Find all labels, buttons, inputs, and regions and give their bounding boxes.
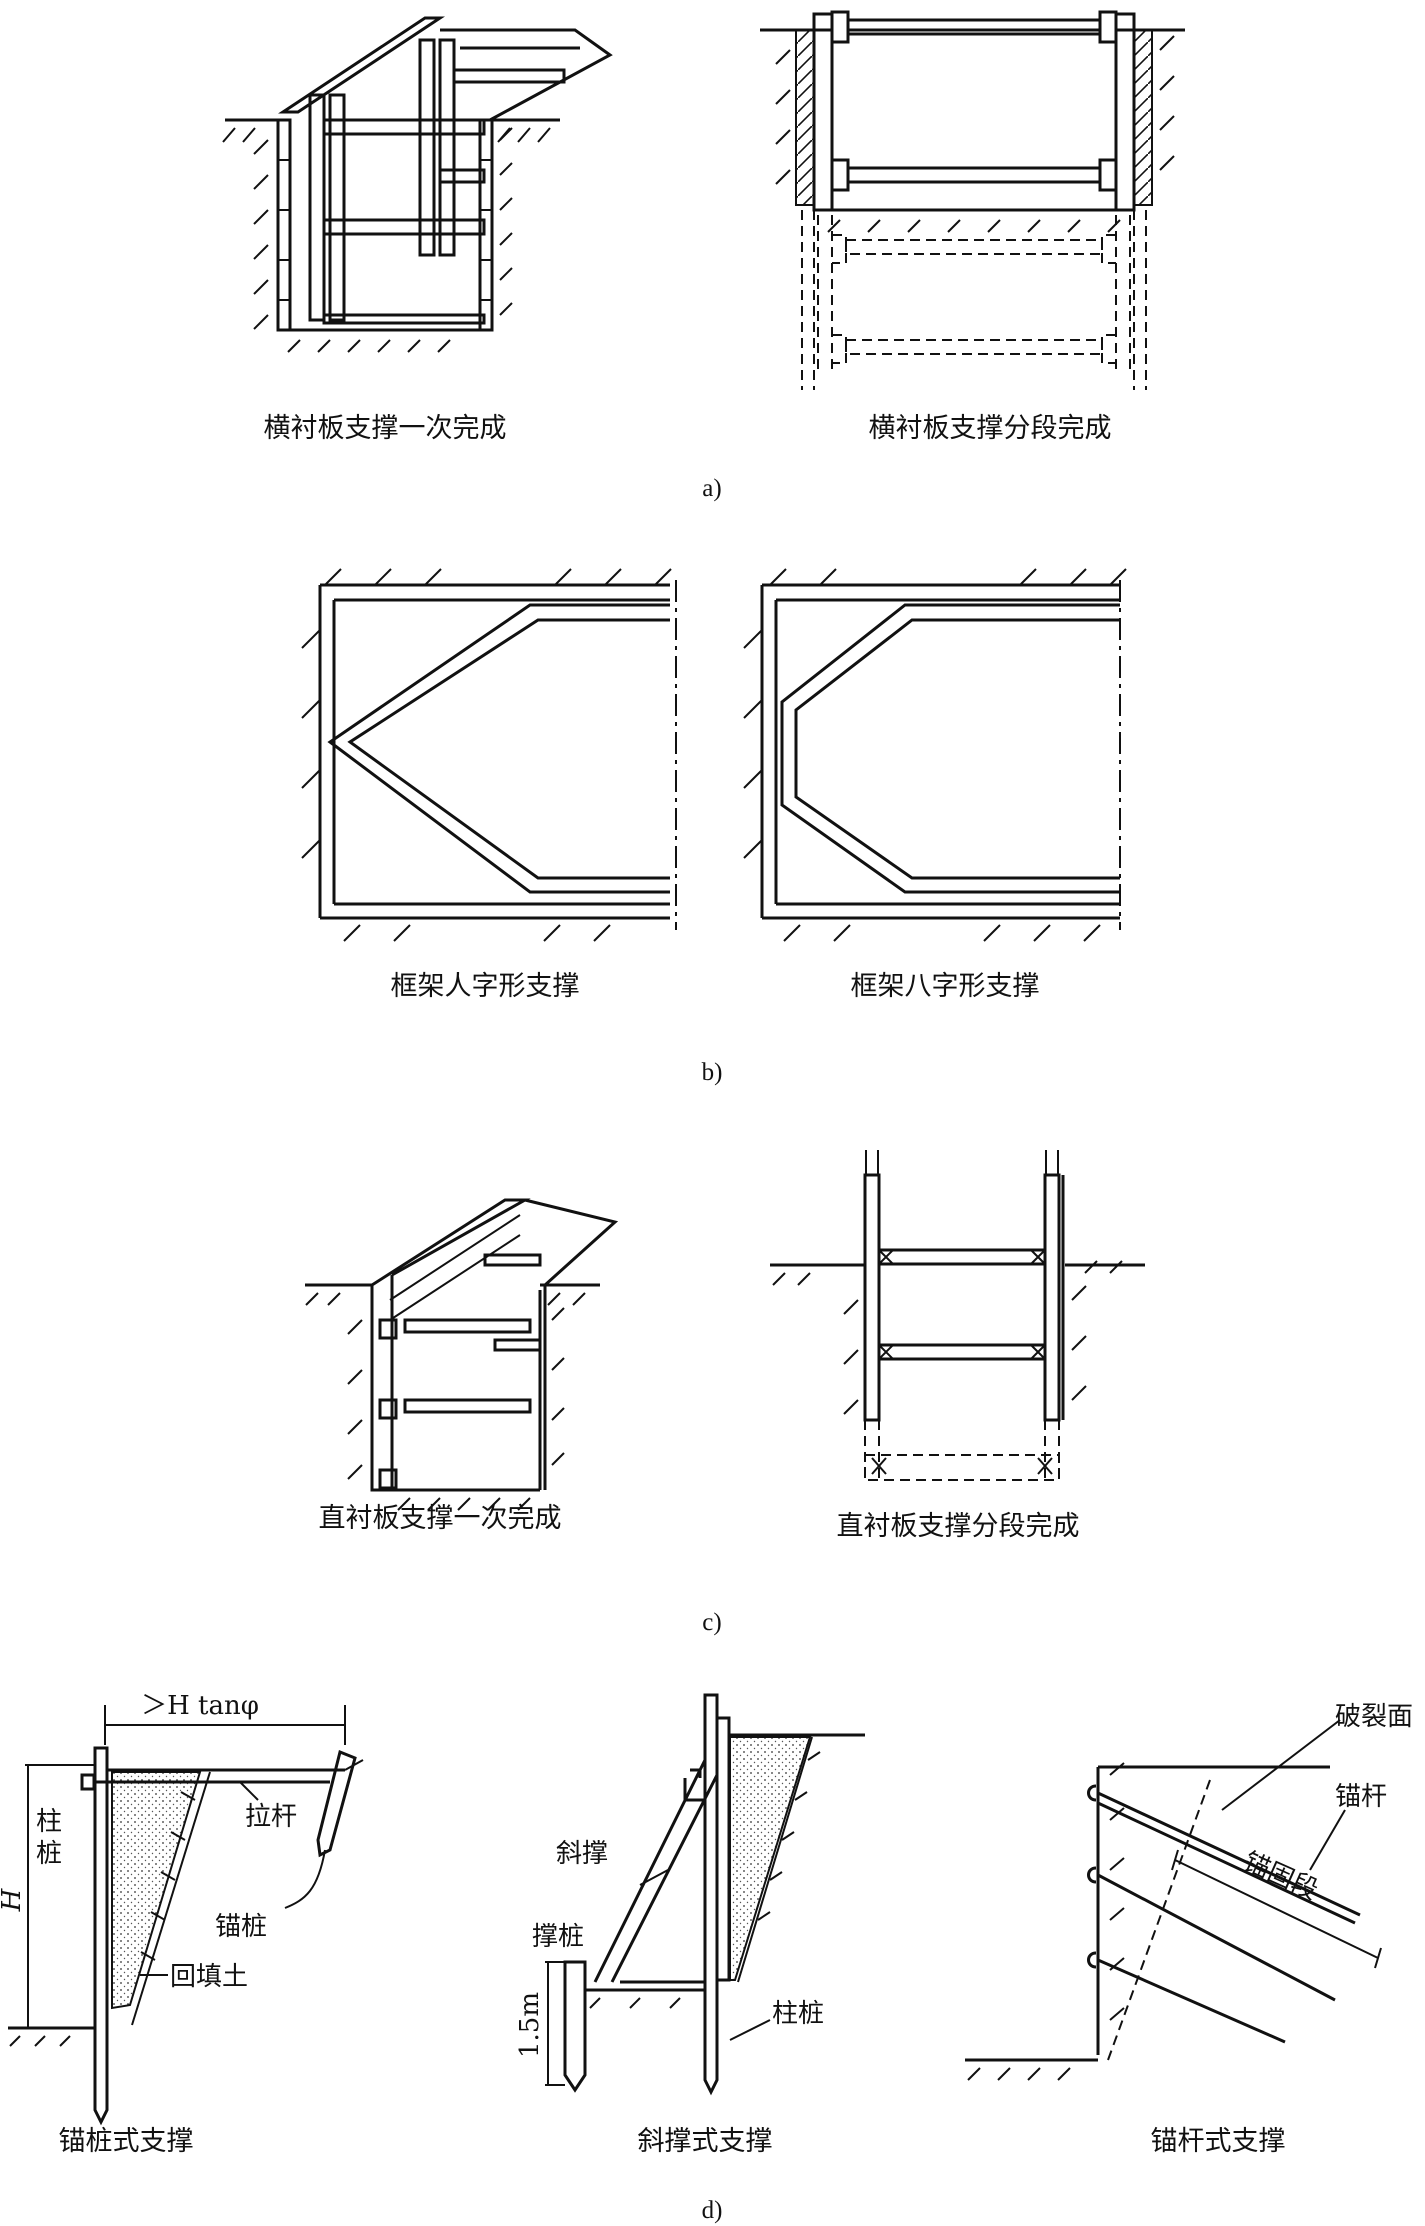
c-sublabel: c) (702, 1609, 721, 1636)
a-left-caption: 横衬板支撑一次完成 (264, 413, 507, 444)
b-right-splayed-frame-diagram (743, 568, 1127, 942)
d-middle-caption: 斜撑式支撑 (638, 2126, 773, 2157)
anchor-rod-label: 锚杆 (1335, 1782, 1387, 1812)
c-left-caption: 直衬板支撑一次完成 (319, 1503, 562, 1534)
c-right-caption: 直衬板支撑分段完成 (837, 1511, 1080, 1542)
panel-c: 直衬板支撑一次完成 直衬板支撑分段完成 c) (305, 1150, 1145, 1636)
b-left-herringbone-frame-diagram (301, 568, 677, 942)
panel-d: ＞H tanφ H 柱 桩 拉杆 (0, 1691, 1413, 2224)
a-left-horizontal-lagging-diagram (222, 16, 613, 353)
c-right-staged-vertical-lagging-diagram (770, 1150, 1145, 1481)
a-right-staged-lagging-diagram (760, 10, 1185, 390)
d-right-anchor-rod-diagram: 破裂面 锚杆 锚固段 (965, 1702, 1413, 2081)
column-pile-char1: 柱 (36, 1807, 62, 1837)
b-right-caption: 框架八字形支撑 (851, 971, 1040, 1002)
c-left-vertical-lagging-diagram (305, 1198, 619, 1511)
column-pile-char2: 桩 (36, 1839, 62, 1869)
column-pile-label: 柱桩 (772, 1999, 824, 2029)
diagonal-brace-label: 斜撑 (556, 1839, 608, 1869)
b-left-caption: 框架人字形支撑 (391, 971, 580, 1002)
height-label: H (0, 1887, 27, 1912)
b-sublabel: b) (702, 1059, 723, 1086)
dimension-label: ＞H tanφ (141, 1691, 259, 1721)
a-sublabel: a) (702, 475, 721, 502)
panel-b: 框架人字形支撑 框架八字形支撑 b) (301, 568, 1127, 1086)
d-left-caption: 锚桩式支撑 (59, 2126, 194, 2157)
brace-pile-depth-label: 1.5m (515, 1992, 545, 2058)
panel-a: 横衬板支撑一次完成 横衬板支撑分段完成 a) (222, 10, 1185, 502)
a-right-caption: 横衬板支撑分段完成 (869, 413, 1112, 444)
brace-pile-label: 撑桩 (532, 1922, 584, 1952)
d-right-caption: 锚杆式支撑 (1151, 2126, 1286, 2157)
anchor-pile-label: 锚桩 (215, 1912, 267, 1942)
tie-rod-label: 拉杆 (245, 1802, 297, 1832)
d-sublabel: d) (702, 2197, 723, 2224)
failure-surface-label: 破裂面 (1335, 1702, 1413, 1732)
backfill-label: 回填土 (170, 1962, 248, 1992)
d-left-anchored-pile-diagram: ＞H tanφ H 柱 桩 拉杆 (0, 1691, 364, 2126)
d-middle-diagonal-brace-diagram: 1.5m 斜撑 撑桩 柱桩 (515, 1693, 865, 2096)
